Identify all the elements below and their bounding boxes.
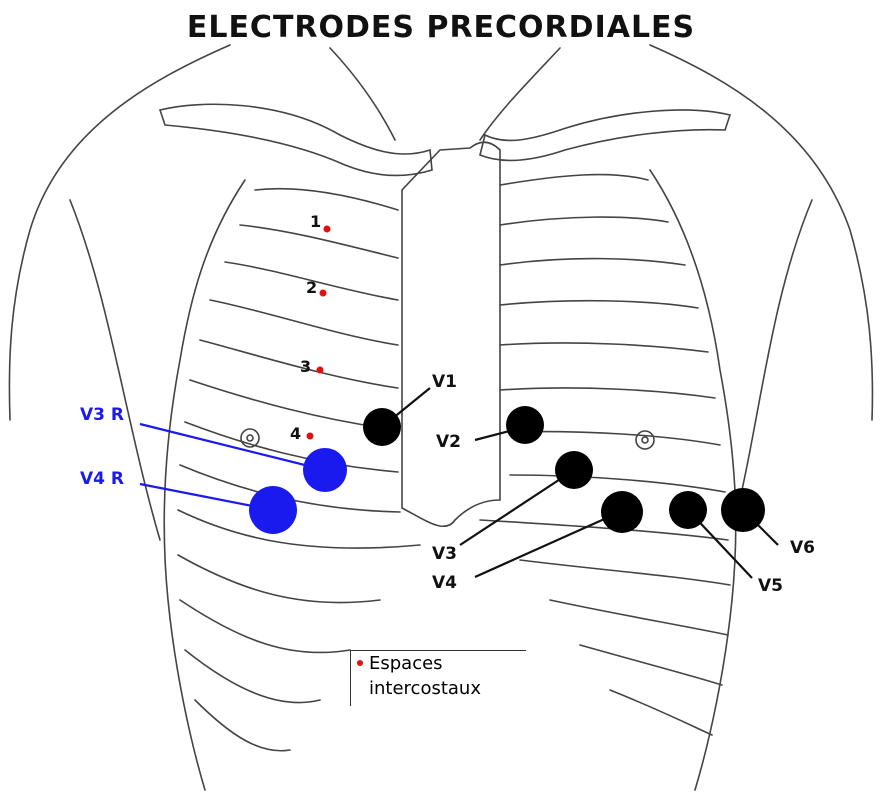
nipple-right: [636, 431, 654, 449]
label-v4r: V4 R: [80, 469, 124, 489]
intercostal-marker-1: [324, 226, 331, 233]
electrode-v4: [601, 491, 643, 533]
label-v4: V4: [432, 573, 457, 593]
legend-marker-icon: [357, 660, 363, 666]
label-v3r: V3 R: [80, 405, 124, 425]
intercostal-marker-3: [317, 367, 324, 374]
ribcage-right: [650, 170, 736, 790]
arm-right: [735, 200, 812, 520]
electrode-v3: [555, 451, 593, 489]
label-v3: V3: [432, 544, 457, 564]
electrode-v4r: [249, 486, 297, 534]
intercostal-number-2: 2: [306, 278, 317, 297]
electrode-v3r: [303, 448, 347, 492]
clavicle-right: [480, 110, 730, 160]
intercostal-number-3: 3: [300, 357, 311, 376]
label-v6: V6: [790, 538, 815, 558]
electrode-v1: [363, 408, 401, 446]
electrode-v2: [506, 406, 544, 444]
intercostal-number-4: 4: [290, 424, 301, 443]
electrode-v5: [669, 491, 707, 529]
clavicle-left: [160, 104, 432, 175]
intercostal-number-1: 1: [310, 212, 321, 231]
legend: Espaces intercostaux: [350, 650, 526, 706]
body-outline-left: [9, 45, 230, 420]
legend-line-1: Espaces: [369, 653, 443, 674]
sternum: [402, 142, 500, 526]
label-v5: V5: [758, 576, 783, 596]
arm-left: [70, 200, 160, 540]
intercostal-marker-4: [307, 433, 314, 440]
label-v2: V2: [436, 432, 461, 452]
label-v1: V1: [432, 372, 457, 392]
electrode-v6: [721, 488, 765, 532]
intercostal-marker-2: [320, 290, 327, 297]
legend-line-2: intercostaux: [369, 678, 481, 699]
